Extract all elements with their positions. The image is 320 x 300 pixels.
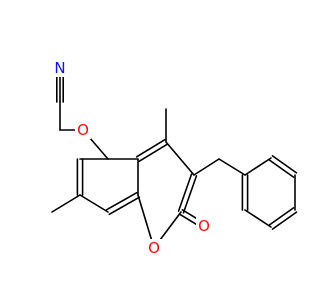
bond-c5p-c6p: [244, 209, 272, 228]
ring-oxygen-label: O: [148, 239, 160, 257]
bond-c8a-c8: [105, 191, 138, 211]
ether-oxygen-label: O: [77, 121, 89, 139]
bond-c3-c2: [182, 175, 198, 214]
bond-c1p-c2p: [244, 157, 272, 176]
bond-c4p-c5p: [268, 207, 295, 226]
nitrogen-atom-label: N: [54, 59, 65, 77]
bond-c8-c7: [79, 194, 109, 213]
bond-c4p-c5p: [271, 211, 298, 230]
bond-c2p-c3p: [271, 155, 298, 174]
bond-c7-ch3_7: [51, 194, 81, 213]
molecule-structure: N O O O: [51, 59, 298, 257]
atom-labels: N O O O: [52, 59, 212, 257]
bond-c4-c3: [165, 141, 195, 176]
bond-c3-c2: [177, 173, 193, 212]
bond-c2p-c3p: [268, 159, 295, 178]
bond-c8a-c8: [108, 196, 141, 216]
bond-c4a-c4: [135, 138, 166, 158]
bond-ch2b-c1p: [218, 158, 246, 176]
carbonyl-oxygen-label: O: [198, 217, 210, 235]
bond-c4a-c4: [138, 143, 169, 163]
bond-lines: [51, 67, 298, 249]
bond-c3-ch2b: [193, 158, 220, 176]
